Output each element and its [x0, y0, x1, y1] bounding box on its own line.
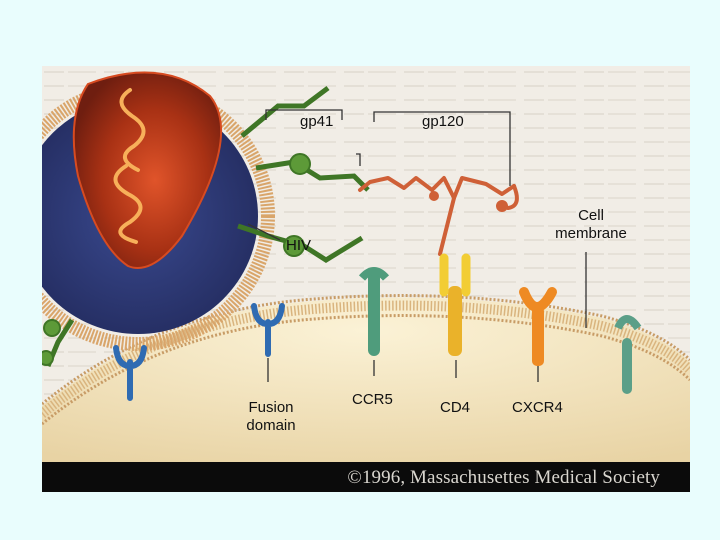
label-leaders	[247, 109, 587, 382]
label-fusion-line2: domain	[246, 417, 296, 434]
gp120-protein	[358, 176, 519, 256]
label-hiv: HIV	[286, 237, 312, 254]
cxcr4-receptor	[519, 287, 557, 366]
label-cxcr4: CXCR4	[512, 399, 563, 416]
hiv-binding-illustration	[42, 66, 690, 492]
copyright-notice: ©1996, Massachusettes Medical Society	[347, 467, 660, 488]
viral-core	[72, 71, 223, 269]
cd4-receptor	[439, 253, 471, 356]
label-cell-membrane-line2: membrane	[555, 225, 627, 242]
receptor-left	[113, 345, 147, 401]
label-fusion-line1: Fusion	[248, 399, 294, 416]
label-cd4: CD4	[440, 399, 471, 416]
gp41-protein	[42, 86, 370, 367]
label-ccr5: CCR5	[352, 391, 393, 408]
label-cell-membrane-line1: Cell	[578, 207, 604, 224]
label-gp120: gp120	[422, 113, 464, 130]
viral-rna	[119, 88, 146, 172]
fusion-domain-receptor	[251, 303, 285, 357]
hiv-virion	[42, 71, 275, 351]
receptor-right	[614, 315, 642, 394]
illustration-frame: gp41 gp120 HIV Cell membrane Fusion doma…	[42, 66, 690, 492]
label-gp41: gp41	[300, 113, 334, 130]
ccr5-receptor	[358, 267, 390, 356]
